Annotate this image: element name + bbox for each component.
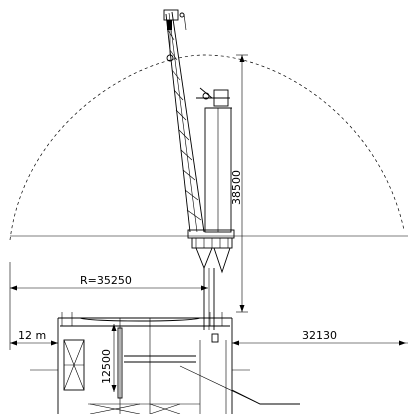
left-offset-dimension <box>10 340 58 346</box>
radius-label: R=35250 <box>80 274 132 287</box>
right-reach-dimension <box>232 340 408 346</box>
working-radius-arc <box>9 54 405 241</box>
boom-head <box>163 9 187 62</box>
boom-height-dimension <box>236 54 248 313</box>
left-offset-label: 12 m <box>18 329 46 342</box>
pedestal-height-dimension <box>111 324 117 392</box>
vessel-hull <box>57 312 300 414</box>
crane-boom <box>165 11 205 233</box>
boom-height-label: 38500 <box>230 170 243 205</box>
crane-gantry <box>196 87 232 233</box>
right-reach-label: 32130 <box>302 329 337 342</box>
crane-pedestal <box>203 268 215 330</box>
radius-dimension <box>9 262 208 350</box>
slewing-ring <box>187 229 235 274</box>
pedestal-height-label: 12500 <box>100 349 113 384</box>
